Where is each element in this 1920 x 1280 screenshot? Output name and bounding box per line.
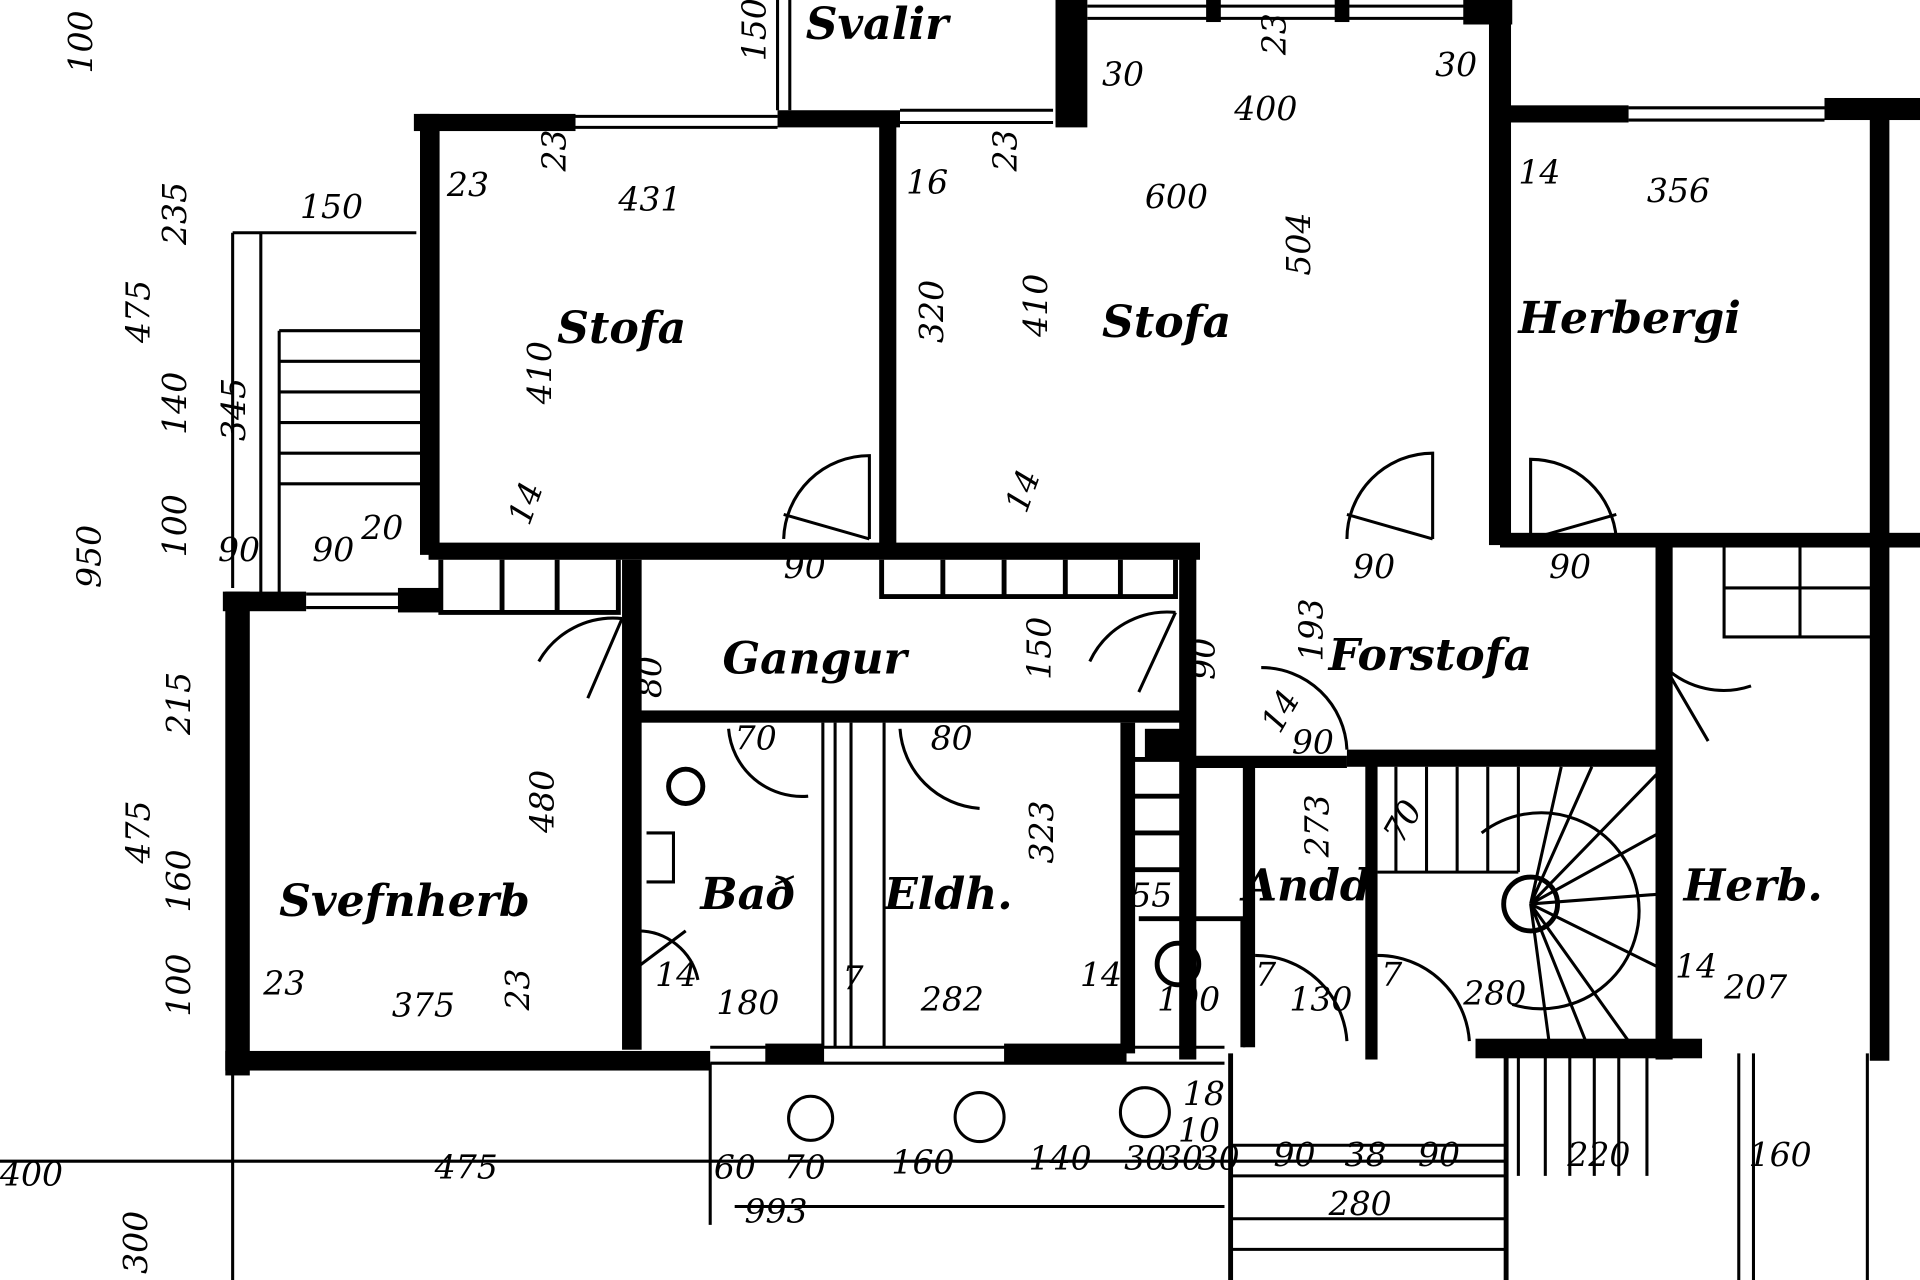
dimension-label: 140 [155,372,194,435]
dimension-label: 235 [155,182,194,246]
dimension-label: 993 [744,1191,807,1230]
dimension-label: 90 [218,530,260,569]
dimension-label: 55 [1130,875,1172,914]
dimension-label: 80 [630,656,669,698]
dimension-label: 150 [734,0,773,61]
dimension-label: 70 [735,719,777,758]
room-label-svefnherb: Svefnherb [279,876,530,927]
dimension-label: 23 [446,165,489,204]
dimension-label: 30 [1161,1139,1203,1178]
dimension-label: 23 [535,129,574,172]
room-label-stofa-middle: Stofa [1102,297,1231,348]
dimension-label: 280 [1328,1184,1392,1223]
dimension-label: 475 [434,1147,498,1186]
dimension-label: 14 [1518,153,1560,192]
dimension-label: 90 [1418,1135,1460,1174]
dimension-label: 410 [520,341,559,405]
room-label-herbergi: Herbergi [1516,293,1741,344]
dimension-label: 30 [1435,45,1477,84]
dimension-label: 23 [1255,13,1294,56]
room-label-andd: Andd [1239,860,1371,911]
dimension-label: 7 [1255,955,1276,994]
dimension-label: 100 [1157,980,1220,1019]
dimension-label: 400 [0,1155,63,1194]
dimension-label: 207 [1723,967,1787,1006]
dimension-label: 475 [118,800,157,864]
dimension-label: 90 [1292,722,1334,761]
dimension-label: 90 [1549,547,1591,586]
dimension-label: 23 [262,964,305,1003]
dimension-label: 180 [716,983,779,1022]
dimension-label: 150 [1020,617,1059,680]
dimension-label: 323 [1022,800,1061,863]
dimension-label: 14 [1675,946,1717,985]
dimension-label: 70 [784,1147,826,1186]
door-swings [537,451,1752,1042]
dimension-label: 20 [360,508,403,547]
dimension-label: 90 [1353,547,1395,586]
dimension-label: 23 [498,968,537,1011]
dimension-label: 30 [1198,1139,1240,1178]
dimension-label: 23 [985,129,1024,172]
dimension-label: 100 [155,494,194,557]
dimension-label: 950 [69,525,108,588]
dimension-label: 16 [906,163,948,202]
dimension-label: 273 [1298,794,1337,858]
dimension-label: 14 [655,955,697,994]
dimension-label: 30 [1102,55,1144,94]
dimension-label: 90 [312,530,354,569]
room-label-forstofa: Forstofa [1327,630,1533,681]
dimension-label: 100 [159,954,198,1017]
dimension-label: 345 [214,378,253,441]
spiral-staircase [1377,766,1661,1043]
dimension-label: 90 [1184,638,1223,680]
dimension-label: 215 [159,672,198,736]
dimension-label: 320 [912,280,951,343]
dimension-label: 504 [1279,213,1318,276]
dimension-label: 100 [61,10,100,73]
dimension-label: 400 [1233,89,1297,128]
dimension-label: 60 [714,1147,756,1186]
room-label-herb: Herb. [1682,860,1823,911]
dimension-label: 130 [1289,980,1352,1019]
dimension-label: 150 [300,187,363,226]
dimension-label: 356 [1647,171,1710,210]
dimension-label: 300 [116,1211,155,1274]
dimension-label: 80 [931,719,973,758]
dimension-label: 90 [1273,1135,1315,1174]
dimension-label: 475 [118,280,157,344]
dimension-label: 193 [1291,598,1330,661]
dimension-label: 7 [1381,955,1402,994]
dimension-label: 600 [1145,177,1208,216]
dimension-label: 160 [1749,1135,1812,1174]
dimension-label: 410 [1016,274,1055,338]
dimension-label: 7 [842,959,863,998]
dimension-label: 14 [1080,955,1122,994]
dimension-label: 10 [1178,1111,1220,1150]
dimension-label: 220 [1566,1135,1630,1174]
dimension-label: 160 [159,849,198,912]
dimension-label: 30 [1124,1139,1166,1178]
dimension-label: 160 [891,1142,954,1181]
dimension-label: 282 [920,980,984,1019]
dimension-label: 90 [784,547,826,586]
dimension-label: 280 [1462,973,1526,1012]
dimension-label: 70 [1375,793,1430,849]
dimension-label: 18 [1183,1074,1225,1113]
room-label-eldh: Eldh. [882,869,1013,920]
room-label-stofa-left: Stofa [557,303,686,354]
dimension-label: 14 [997,464,1048,517]
dimension-label: 140 [1029,1139,1092,1178]
dimension-label: 14 [500,477,551,530]
dimension-label: 431 [617,180,681,219]
dimension-label: 480 [522,770,561,834]
dimension-label: 375 [392,986,455,1025]
dimension-label: 38 [1344,1135,1386,1174]
room-label-gangur: Gangur [722,634,909,685]
room-label-bad: Bað [698,869,795,920]
room-label-svalir: Svalir [806,0,951,50]
